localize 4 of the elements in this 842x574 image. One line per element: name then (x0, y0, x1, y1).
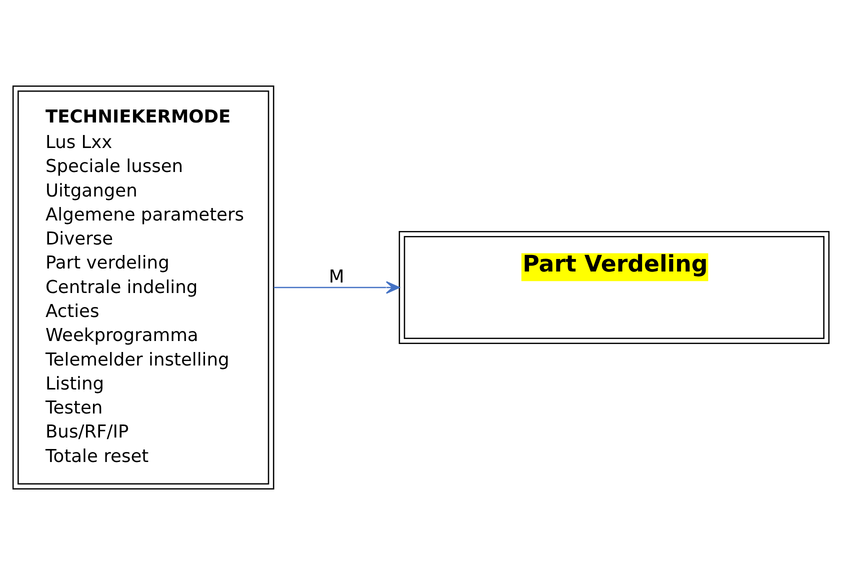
node-box: Part Verdeling (398, 230, 830, 344)
node-box: TECHNIEKERMODE Lus Lxx Speciale lussen Uitgangen Algemene parameters Diverse Part verdeling Centrale indeling Acties Weekprogramma Telemelder instelling Listing Testen Bus/RF/IP Totale reset (12, 84, 274, 490)
edge-label: M (328, 266, 344, 288)
arrow (274, 280, 400, 294)
